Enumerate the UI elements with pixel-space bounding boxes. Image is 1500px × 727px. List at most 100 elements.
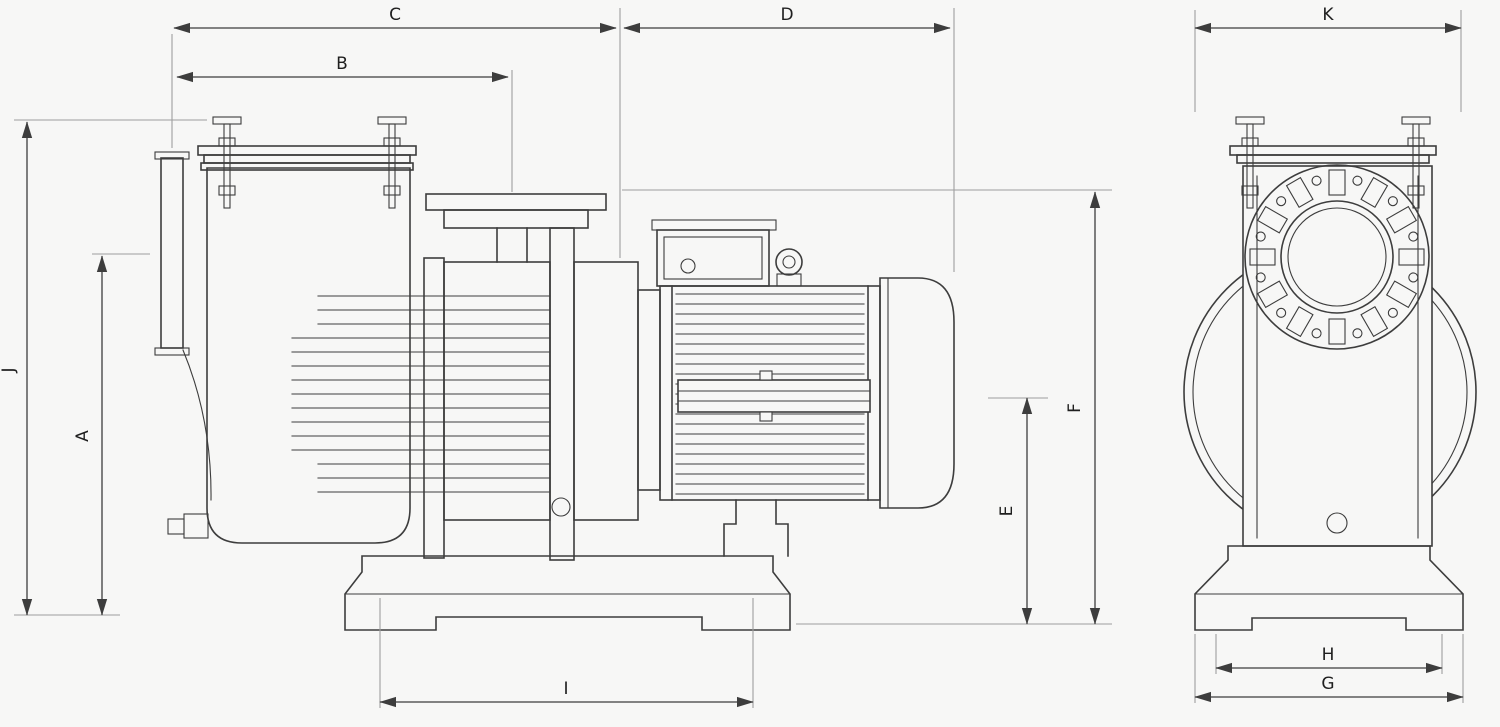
motor-foot — [723, 499, 789, 557]
dim-label-g: G — [1321, 674, 1334, 694]
lifting-eye-hole — [782, 255, 796, 269]
dimension-D: D — [623, 5, 951, 34]
ring-bolt — [1276, 307, 1287, 318]
lifting-eye-ring — [775, 248, 803, 276]
bolt-nut — [218, 185, 236, 196]
ring-bolt — [1276, 196, 1287, 207]
bolt-cap — [1401, 116, 1431, 125]
side-view — [154, 116, 955, 631]
bolt-stem — [1246, 123, 1254, 209]
fan-cover — [879, 277, 955, 509]
casing-rear-plate — [549, 227, 575, 561]
discharge-pipe — [496, 227, 528, 263]
dimension-J: J — [0, 121, 33, 616]
bolt-cap — [377, 116, 407, 125]
dimension-H: H — [1215, 645, 1443, 674]
lifting-eye — [775, 248, 803, 287]
ring-inner — [1280, 200, 1394, 314]
bolt-nut — [218, 137, 236, 147]
ring-bolt — [1255, 231, 1266, 242]
pot-lid-rim — [200, 162, 414, 171]
dim-label-c: C — [389, 5, 401, 25]
dim-label-i: I — [563, 679, 568, 699]
terminal-box-lid — [651, 219, 777, 231]
bolt-nut — [1241, 137, 1259, 147]
front-body — [1242, 165, 1433, 547]
rail-bolt-bottom — [759, 411, 773, 422]
drain-plug-cap — [167, 518, 185, 535]
dim-label-b: B — [336, 54, 348, 74]
lid-plate-top — [1229, 145, 1437, 156]
dimension-G: G — [1194, 674, 1464, 703]
dim-label-k: K — [1322, 5, 1334, 25]
casing-drain-plug — [551, 497, 571, 517]
dim-label-f: F — [1065, 403, 1085, 413]
ring-inner-2 — [1287, 207, 1387, 307]
adapter-bracket — [637, 289, 661, 491]
motor — [651, 219, 955, 557]
flange-cap-top — [154, 151, 190, 160]
ring-bolt — [1387, 196, 1398, 207]
ring-slot — [1285, 305, 1314, 338]
ring-bolt — [1311, 328, 1322, 339]
terminal-box-inner — [663, 236, 763, 280]
pot-lid-plate-mid — [203, 154, 411, 164]
dimension-E: E — [997, 397, 1033, 625]
ring-slot — [1285, 176, 1314, 209]
bolt-nut — [383, 185, 401, 196]
clamp-bolt-left-front — [1235, 116, 1265, 209]
dim-label-a: A — [73, 430, 93, 442]
bolt-nut — [1241, 185, 1259, 196]
dimension-C: C — [173, 5, 617, 34]
lid-plate-mid — [1236, 154, 1430, 164]
dimension-F: F — [1065, 191, 1101, 625]
dimensions: C D K B J A F E — [0, 5, 1464, 708]
strainer-pot — [154, 116, 417, 544]
dimension-I: I — [379, 679, 754, 708]
pot-lid-plate-top — [197, 145, 417, 156]
ring-slot — [1328, 169, 1346, 196]
ring-slot — [1360, 176, 1389, 209]
base-front-profile — [1194, 545, 1464, 631]
discharge-neck — [443, 209, 589, 229]
base-profile — [344, 555, 791, 631]
bolt-stem — [1412, 123, 1420, 209]
drain-plug-body — [183, 513, 209, 539]
bolt-nut — [1407, 185, 1425, 196]
dim-label-j: J — [0, 367, 19, 373]
terminal-box — [656, 229, 770, 287]
ring-slot — [1385, 280, 1418, 309]
flange-cap-bottom — [154, 347, 190, 356]
dim-label-d: D — [780, 5, 793, 25]
bolt-cap — [1235, 116, 1265, 125]
ring-slot — [1256, 205, 1289, 234]
clamp-bolt-right-front — [1401, 116, 1431, 209]
dim-label-h: H — [1322, 645, 1335, 665]
ring-slot — [1385, 205, 1418, 234]
casing-cooling-fins — [291, 295, 551, 493]
dimension-B: B — [176, 54, 509, 83]
pot-body — [206, 167, 411, 544]
ring-slot — [1360, 305, 1389, 338]
ring-bolt — [1408, 231, 1419, 242]
front-view — [1183, 116, 1477, 631]
motor-adapter — [573, 261, 639, 521]
rail-bolt-top — [759, 370, 773, 381]
bolt-stem — [388, 123, 396, 209]
ring-bolt — [1311, 175, 1322, 186]
motor-nameplate-band — [677, 379, 871, 413]
ring-outer — [1244, 164, 1430, 350]
ring-bolt — [1387, 307, 1398, 318]
pump-casing — [291, 193, 661, 561]
nameplate-rails — [677, 390, 871, 402]
bolt-nut — [383, 137, 401, 147]
ring-slot — [1249, 248, 1276, 266]
discharge-flange — [425, 193, 607, 211]
cable-gland — [680, 258, 696, 274]
suction-flange — [154, 151, 190, 356]
ring-bolt — [1352, 328, 1363, 339]
drain-plug-front — [1326, 512, 1348, 534]
ring-bolt — [1352, 175, 1363, 186]
clamp-bolt-right — [377, 116, 407, 209]
